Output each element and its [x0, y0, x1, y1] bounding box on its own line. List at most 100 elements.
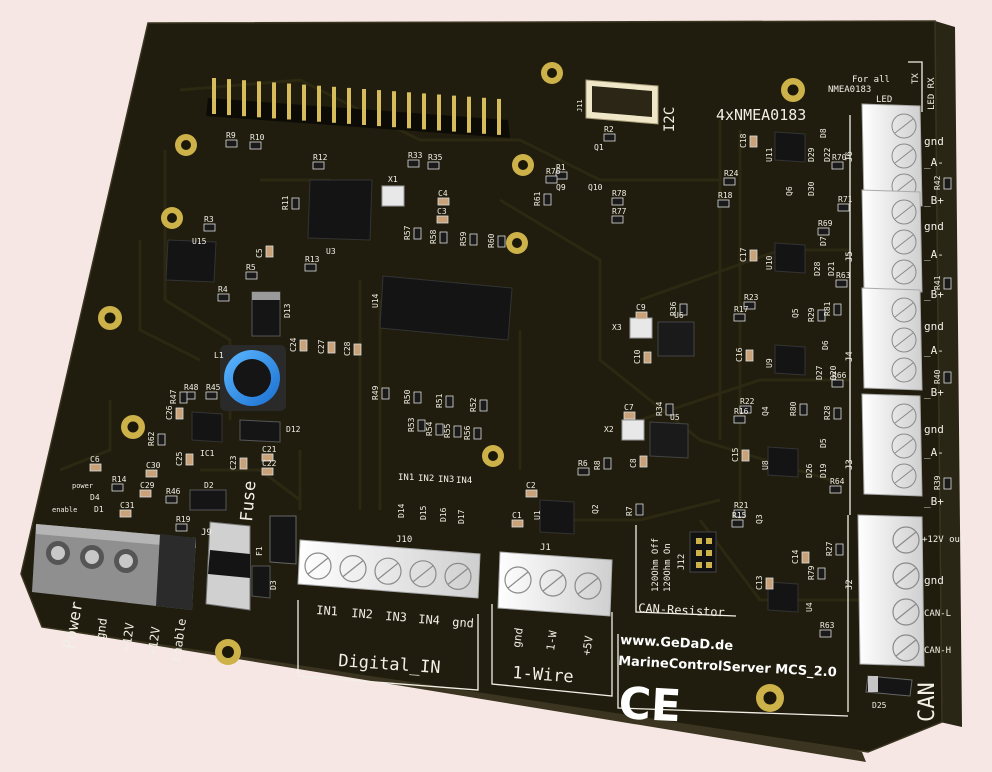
terminal-screw-slot [342, 560, 364, 578]
designator: C2 [526, 481, 536, 490]
designator: D21 [827, 261, 836, 276]
i2c-connector [585, 79, 659, 125]
ic-u4 [767, 581, 799, 613]
digital-pin-label: IN1 [316, 603, 339, 618]
terminal-screw [891, 463, 917, 489]
terminal-screw [891, 327, 917, 353]
designator: D13 [283, 303, 292, 318]
ic-u14 [379, 275, 513, 341]
capacitor [635, 311, 648, 320]
designator: R16 [734, 407, 749, 416]
designator: D6 [821, 340, 830, 350]
enable-led-label: enable [52, 506, 77, 514]
onewire-terminal-j1 [497, 551, 613, 617]
crystal-x1 [381, 185, 405, 207]
nmea-pin-label: gnd [924, 135, 944, 148]
nmea-pin-label: _B+ [924, 288, 944, 301]
header-pin [347, 87, 351, 110]
designator: U5 [670, 413, 680, 422]
digital-terminal-j10 [297, 539, 481, 599]
silk-outlines [297, 61, 923, 717]
capacitor [261, 467, 274, 476]
header-pin [437, 94, 441, 117]
designator: J5 [845, 251, 855, 262]
capacitor [145, 469, 158, 478]
fuse-holder [269, 515, 297, 565]
designator: U15 [192, 237, 207, 246]
nmea-terminals [861, 103, 923, 497]
designator: J1 [540, 543, 551, 553]
designator: C17 [739, 247, 748, 262]
resistor [831, 379, 844, 388]
header-pin [257, 81, 261, 104]
ic-u11 [774, 131, 806, 163]
designator: D14 [397, 503, 406, 518]
resistor [439, 231, 448, 244]
designator: R23 [744, 293, 759, 302]
designator: Q2 [591, 504, 600, 514]
ic-u8 [767, 446, 799, 478]
can-resistor-label: CAN-Resistor [638, 601, 725, 620]
header-pin [272, 96, 276, 119]
resistor [817, 309, 826, 322]
designator: U9 [765, 358, 774, 368]
terminal-screw-slot [894, 438, 914, 454]
designator: D8 [819, 128, 828, 138]
digital-pin-label: IN3 [385, 609, 408, 624]
designator: J10 [396, 535, 412, 545]
smd-parts [89, 133, 952, 638]
designator: C25 [175, 451, 184, 466]
resistor [833, 303, 842, 316]
resistor [435, 423, 444, 436]
nmea-pin-label: gnd [924, 320, 944, 333]
terminal-screw [304, 552, 332, 580]
power-pin-label: Enable [169, 618, 189, 663]
header-pin [407, 92, 411, 115]
designator: D25 [872, 701, 887, 710]
digital-led-label: IN3 [438, 475, 454, 485]
capacitor [745, 349, 754, 362]
designator: C5 [255, 248, 264, 258]
resistor [413, 227, 422, 240]
resistor [817, 567, 826, 580]
resistor [943, 371, 952, 384]
ic-u9 [774, 344, 806, 376]
resistor [679, 303, 688, 316]
capacitor [119, 509, 132, 518]
jumper-j12 [689, 531, 717, 573]
digital-pin-label: IN4 [418, 612, 441, 627]
designator: R71 [838, 195, 853, 204]
led-rx-label: LED RX [927, 77, 937, 110]
can-pin-label: CAN-H [924, 646, 951, 656]
header-pin [242, 94, 246, 117]
header-pin [212, 78, 216, 100]
diode-d13 [251, 291, 281, 337]
designator: R9 [226, 131, 236, 140]
mounting-hole [482, 445, 504, 467]
mounting-hole [541, 62, 563, 84]
designator: R33 [408, 151, 423, 160]
resistor [175, 523, 188, 532]
designator: C14 [791, 549, 800, 564]
designator: Q5 [791, 308, 800, 318]
resistor [479, 399, 488, 412]
designator: C3 [437, 207, 447, 216]
designator: R39 [933, 475, 942, 490]
designator: R40 [933, 369, 942, 384]
resistor [179, 391, 188, 404]
header-pin [212, 92, 216, 114]
designator: R81 [823, 301, 832, 316]
designator: R51 [435, 393, 444, 408]
designator: J12 [677, 554, 687, 570]
resistor [577, 467, 590, 476]
resistor [427, 161, 440, 170]
header-pin [317, 99, 321, 122]
designator: J3 [845, 459, 855, 470]
header-pin [497, 112, 501, 135]
capacitor [511, 519, 524, 528]
capacitor [175, 407, 184, 420]
designator: R63 [836, 271, 851, 280]
header-pin [332, 100, 336, 123]
terminal-screw [891, 433, 917, 459]
can-terminal-j2 [857, 514, 925, 667]
